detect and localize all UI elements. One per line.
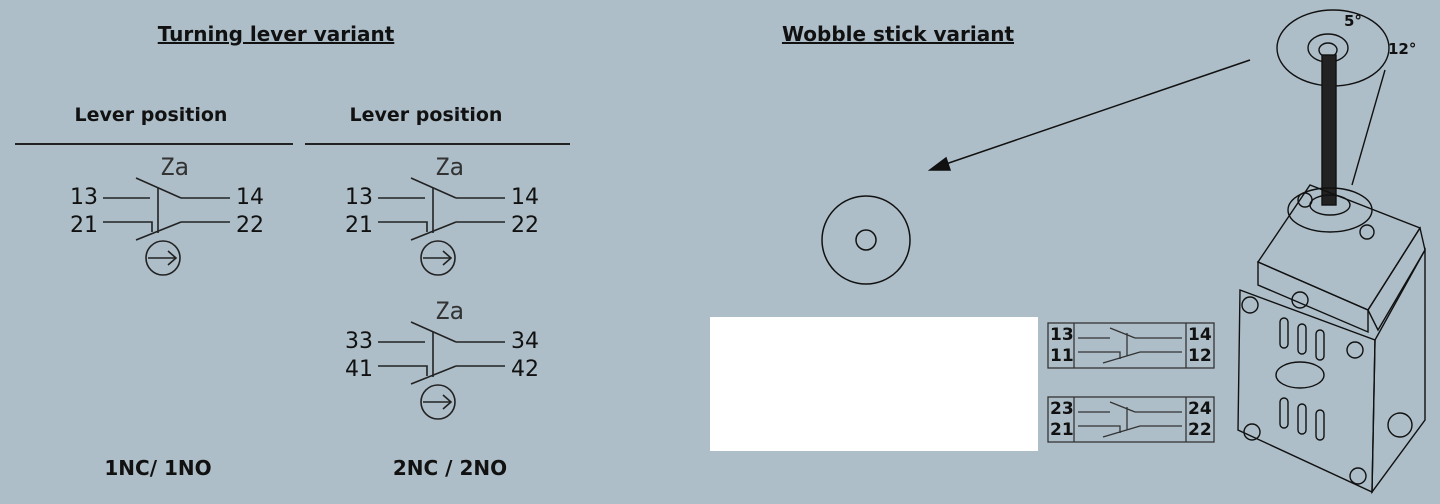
terminal-nc-out: 42 (511, 357, 539, 382)
caption-2nc-2no: 2NC / 2NO (392, 456, 508, 480)
terminal-no-in: 13 (345, 185, 373, 210)
contact-box (1047, 322, 1215, 369)
terminal-nc-in: 21 (345, 213, 373, 238)
contact-nc-in: 11 (1050, 346, 1074, 366)
terminal-nc-out: 22 (236, 213, 264, 238)
terminal-no-in: 13 (70, 185, 98, 210)
contact-no-out: 14 (1188, 325, 1212, 345)
angle-outer-label: 12° (1388, 40, 1417, 58)
terminal-nc-out: 22 (511, 213, 539, 238)
heading-rule-2 (305, 143, 570, 145)
angle-inner-label: 5° (1344, 12, 1362, 30)
terminal-no-out: 14 (236, 185, 264, 210)
wobble-stick-title: Wobble stick variant (781, 22, 1015, 46)
switch-symbol (378, 321, 505, 420)
contact-box (1047, 396, 1215, 443)
contact-no-out: 24 (1188, 399, 1212, 419)
switching-table-background (710, 317, 1038, 451)
terminal-no-in: 33 (345, 329, 373, 354)
arrow-to-top-view (927, 59, 1251, 171)
contact-boxes (1047, 322, 1215, 443)
lever-position-heading-2: Lever position (349, 104, 503, 126)
heading-rule-1 (15, 143, 293, 145)
terminal-nc-in: 21 (70, 213, 98, 238)
contact-no-in: 13 (1050, 325, 1074, 345)
contact-nc-out: 12 (1188, 346, 1212, 366)
contact-no-in: 23 (1050, 399, 1074, 419)
turning-lever-title: Turning lever variant (157, 22, 395, 46)
caption-1nc-1no: 1NC/ 1NO (104, 456, 212, 480)
switch-symbol (103, 177, 230, 276)
contact-nc-out: 22 (1188, 420, 1212, 440)
actuator-circle-icon (145, 240, 181, 276)
terminal-no-out: 34 (511, 329, 539, 354)
actuator-circle-icon (420, 384, 456, 420)
symbol-label-za: Za (160, 153, 189, 181)
wobble-top-view (821, 195, 911, 285)
switch-symbol (378, 177, 505, 276)
terminal-nc-in: 41 (345, 357, 373, 382)
symbol-label-za: Za (435, 297, 464, 325)
terminal-no-out: 14 (511, 185, 539, 210)
lever-position-heading-1: Lever position (74, 104, 228, 126)
switch-symbols (103, 177, 505, 420)
limit-switch-device (1237, 9, 1426, 495)
contact-nc-in: 21 (1050, 420, 1074, 440)
actuator-circle-icon (420, 240, 456, 276)
symbol-label-za: Za (435, 153, 464, 181)
